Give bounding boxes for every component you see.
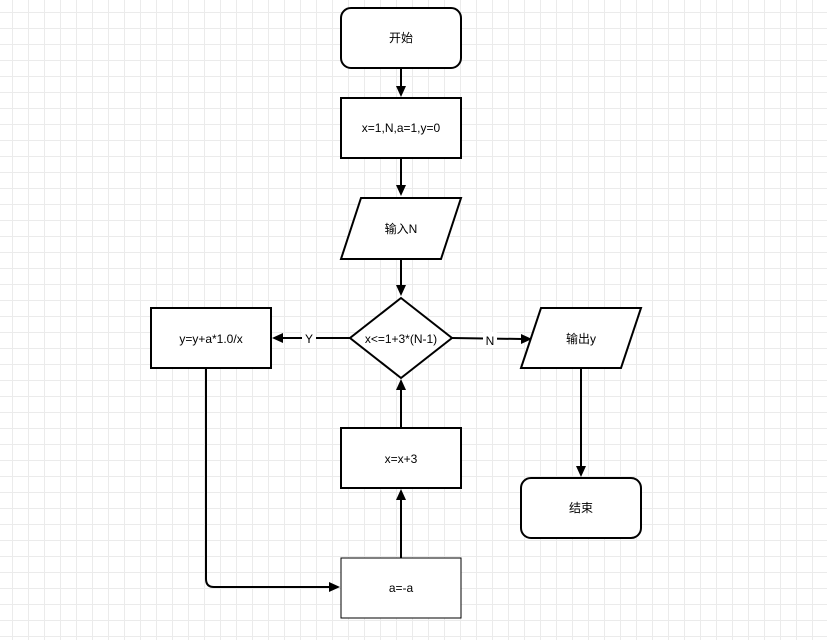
node-end: 结束 xyxy=(520,477,642,539)
edge-condition-to-output: N xyxy=(451,332,532,348)
node-accumulate-label: y=y+a*1.0/x xyxy=(179,332,242,346)
edge-condition-to-accumulate: Y xyxy=(272,330,350,346)
node-negate-label: a=-a xyxy=(389,581,414,595)
node-end-label: 结束 xyxy=(569,501,593,515)
edge-increment-to-condition xyxy=(396,379,406,428)
edge-negate-to-increment xyxy=(396,489,406,558)
node-negate: a=-a xyxy=(340,557,462,619)
node-start: 开始 xyxy=(340,7,462,69)
node-accumulate: y=y+a*1.0/x xyxy=(150,307,272,369)
node-condition: x<=1+3*(N-1) xyxy=(348,296,454,380)
edge-output-to-end xyxy=(576,368,586,477)
node-start-label: 开始 xyxy=(389,31,413,45)
node-input-label: 输入N xyxy=(385,221,418,236)
node-increment-label: x=x+3 xyxy=(385,452,418,466)
edge-init-to-input xyxy=(396,158,406,196)
node-increment: x=x+3 xyxy=(340,427,462,489)
edge-start-to-init xyxy=(396,68,406,97)
edge-accumulate-to-negate xyxy=(205,368,340,592)
edge-label-yes: Y xyxy=(305,332,313,346)
node-output-label: 输出y xyxy=(566,331,596,346)
node-input: 输入N xyxy=(339,197,463,260)
edge-label-no: N xyxy=(486,334,495,348)
node-init: x=1,N,a=1,y=0 xyxy=(340,97,462,159)
node-condition-label: x<=1+3*(N-1) xyxy=(365,332,437,346)
edge-input-to-condition xyxy=(396,259,406,296)
node-init-label: x=1,N,a=1,y=0 xyxy=(362,121,441,135)
node-output: 输出y xyxy=(519,307,643,369)
